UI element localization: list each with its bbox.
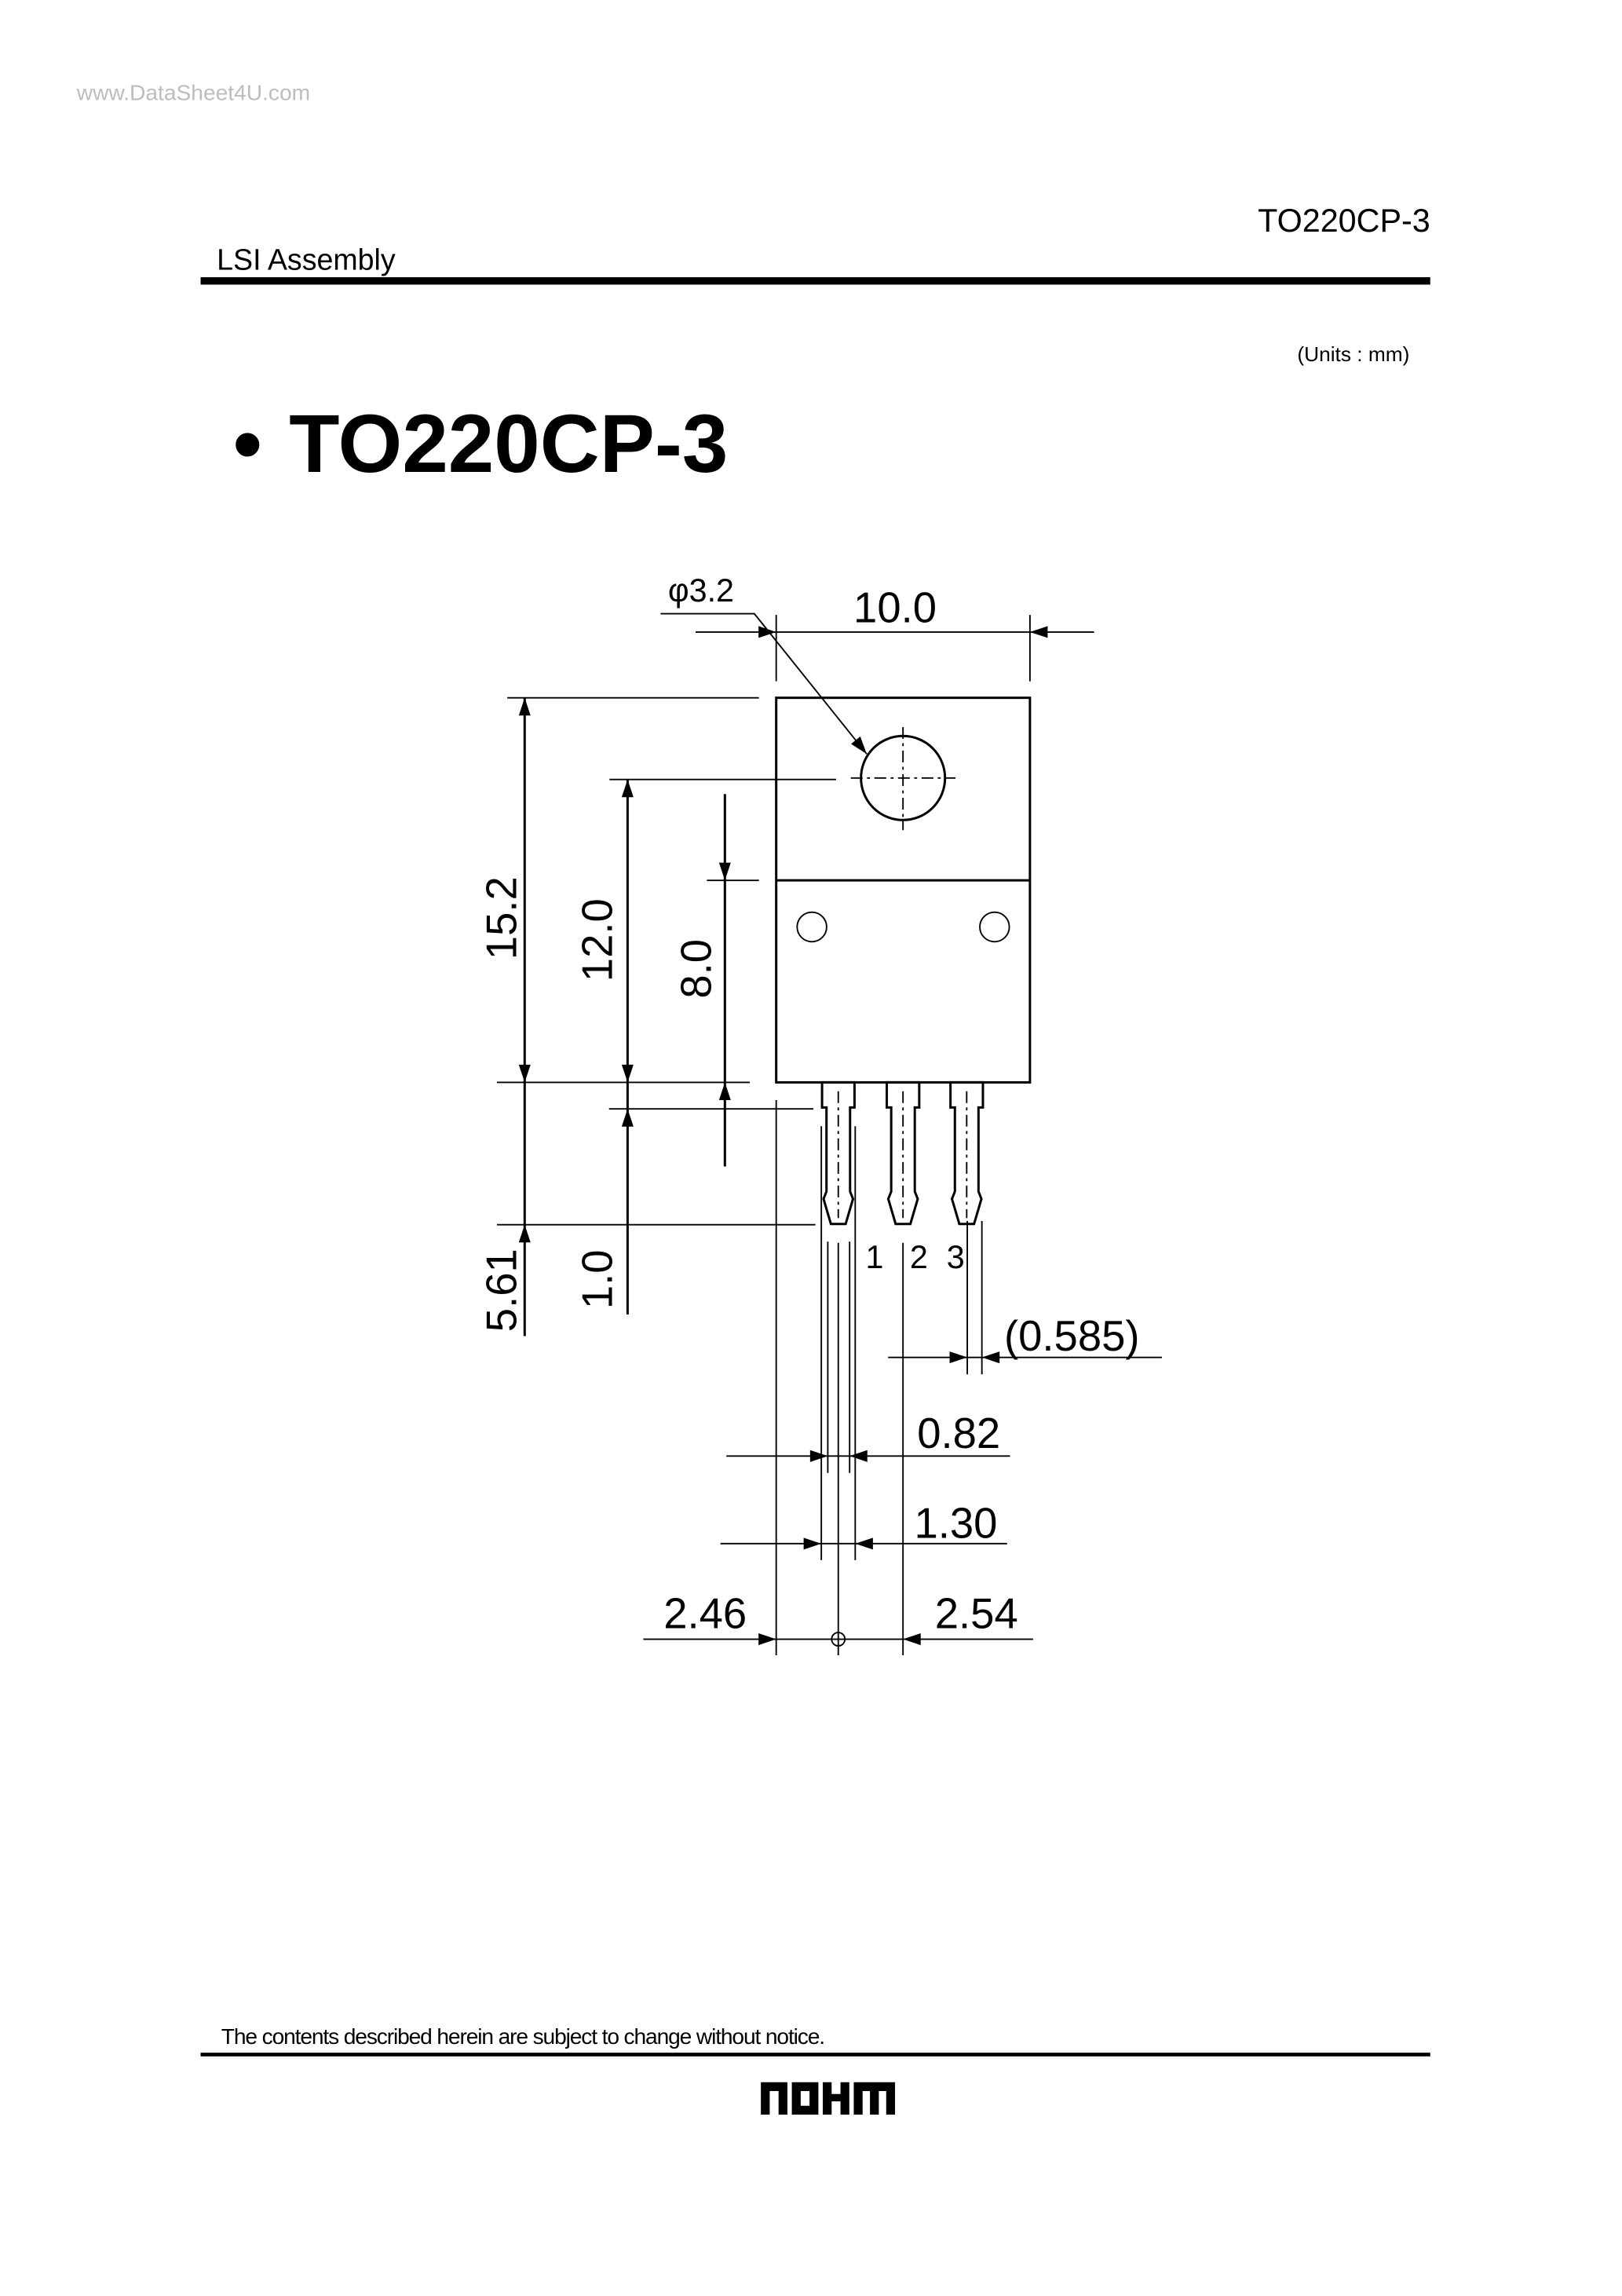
dimension-arrowhead	[758, 626, 776, 638]
dim-hole-to-bottom: 12.0	[573, 898, 621, 982]
lead-2	[886, 1080, 921, 1226]
dimension-arrowhead	[851, 736, 867, 755]
dimension-arrowhead	[718, 862, 731, 881]
dimension-arrowhead	[855, 1537, 873, 1550]
header-package-code: TO220CP-3	[1258, 203, 1430, 239]
dimension-arrowhead	[718, 1082, 731, 1100]
dim-lead-width-tip: 0.82	[917, 1409, 1000, 1457]
dimension-arrowhead	[518, 697, 531, 716]
dimension-arrowhead	[758, 1633, 776, 1646]
dim-shoulder: 1.0	[573, 1249, 621, 1309]
dimension-arrowhead	[518, 1064, 531, 1083]
dimension-arrowhead	[518, 1224, 531, 1243]
pin-label-1: 1	[865, 1239, 883, 1275]
ejector-mark-left	[796, 911, 827, 943]
header-section: LSI Assembly	[217, 243, 396, 276]
footer-rule	[200, 2053, 1430, 2057]
ejector-mark-right	[979, 911, 1010, 943]
dim-width: 10.0	[853, 584, 937, 632]
pin-label-2: 2	[910, 1239, 928, 1275]
dimension-arrowhead	[849, 1450, 868, 1462]
dimension-arrowhead	[621, 1109, 634, 1127]
dim-lead-width-shoulder: 1.30	[914, 1500, 997, 1548]
lead-1	[820, 1080, 856, 1226]
dim-edge-to-pin1: 2.46	[663, 1589, 747, 1637]
lead-3	[949, 1080, 985, 1226]
dim-hole-diameter: φ3.2	[668, 572, 734, 609]
dim-body-height: 15.2	[477, 876, 525, 960]
dimension-arrowhead	[809, 1450, 828, 1462]
dimension-arrowhead	[981, 1351, 1000, 1364]
dim-mold-height: 8.0	[672, 939, 720, 999]
dim-lead-thickness: (0.585)	[1004, 1312, 1140, 1360]
dimension-arrowhead	[803, 1537, 822, 1550]
page-title: TO220CP-3	[289, 398, 728, 490]
package-drawing: φ3.2 10.0 15.2 5.61 12.0 1.0 8.0 (0.585)…	[477, 572, 1162, 1656]
units-note: (Units : mm)	[1297, 342, 1409, 366]
watermark[interactable]: www.DataSheet4U.com	[76, 81, 310, 105]
footer-notice: The contents described herein are subjec…	[221, 2024, 824, 2049]
dimension-arrowhead	[621, 1064, 634, 1083]
dimension-arrowhead	[1029, 626, 1048, 638]
dim-lead-length: 5.61	[477, 1249, 525, 1332]
rohm-logo	[761, 2082, 896, 2115]
header-rule	[200, 277, 1430, 285]
dimension-arrowhead	[903, 1633, 921, 1646]
pin-label-3: 3	[947, 1239, 965, 1275]
dim-pin-pitch: 2.54	[935, 1589, 1018, 1637]
dimension-arrowhead	[621, 779, 634, 798]
dimension-arrowhead	[949, 1351, 968, 1364]
title-bullet: •	[233, 398, 262, 490]
